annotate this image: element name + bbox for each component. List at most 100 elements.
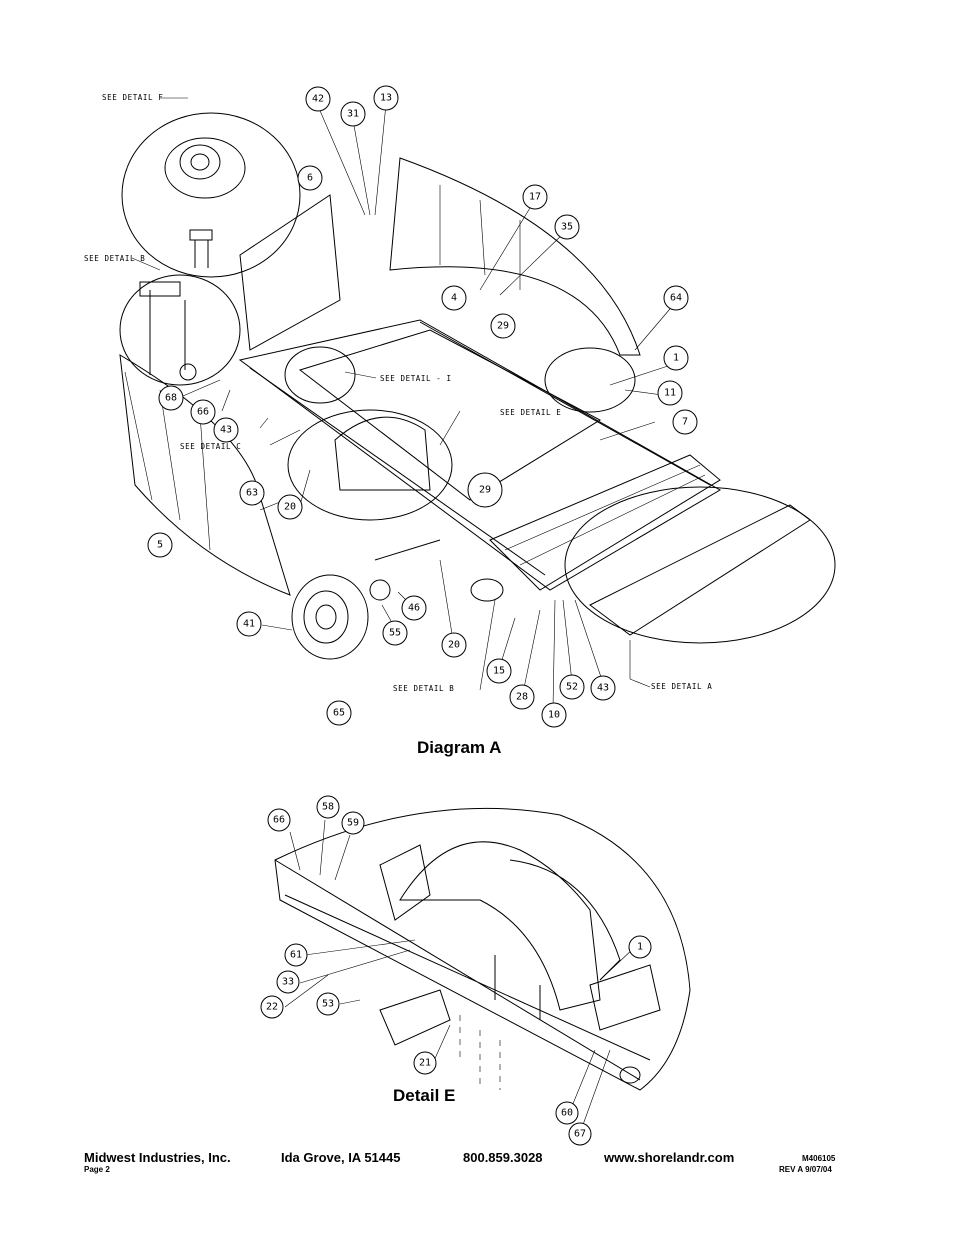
callout-35: 35 (554, 214, 580, 240)
svg-text:41: 41 (243, 619, 255, 630)
svg-text:17: 17 (529, 192, 541, 203)
diagram-a-callouts: 42 31 13 6 17 35 4 64 29 1 11 68 66 43 7… (147, 85, 698, 728)
note-detail-f: SEE DETAIL F (102, 93, 163, 102)
svg-text:20: 20 (448, 640, 460, 651)
callout-17: 17 (522, 184, 548, 210)
footer-revision: REV A 9/07/04 (779, 1165, 832, 1174)
detail-a-bubble (564, 486, 836, 644)
walkway (489, 454, 721, 591)
fender-detail-e (399, 841, 601, 1011)
svg-text:20: 20 (284, 502, 296, 513)
callout-55: 55 (382, 620, 408, 646)
detail-e-callouts: 66 58 59 1 61 33 22 53 21 60 67 (260, 795, 652, 1146)
callout-e-59: 59 (341, 811, 365, 835)
svg-text:60: 60 (561, 1108, 573, 1119)
note-detail-i: SEE DETAIL - I (380, 374, 452, 383)
trailer-frame (238, 319, 721, 591)
svg-text:53: 53 (322, 999, 334, 1010)
callout-43-right: 43 (590, 675, 616, 701)
callout-e-53: 53 (316, 992, 340, 1016)
callout-10: 10 (541, 702, 567, 728)
callout-7: 7 (672, 409, 698, 435)
diagram-a-notes: SEE DETAIL F SEE DETAIL B SEE DETAIL C S… (84, 93, 712, 693)
svg-text:42: 42 (312, 94, 324, 105)
callout-65: 65 (326, 700, 352, 726)
svg-text:5: 5 (157, 540, 163, 551)
svg-text:1: 1 (637, 942, 643, 953)
callout-e-60: 60 (555, 1101, 579, 1125)
callout-29-top: 29 (490, 313, 516, 339)
callout-5: 5 (147, 532, 173, 558)
footer-page: Page 2 (84, 1165, 110, 1174)
callout-28: 28 (509, 684, 535, 710)
callout-63: 63 (239, 480, 265, 506)
callout-6: 6 (297, 165, 323, 191)
diagram-a-artwork (119, 97, 836, 709)
svg-text:13: 13 (380, 93, 392, 104)
deck-plate (298, 329, 602, 501)
callout-e-33: 33 (276, 970, 300, 994)
callout-68: 68 (158, 385, 184, 411)
callout-4: 4 (441, 285, 467, 311)
callout-52: 52 (559, 674, 585, 700)
svg-text:43: 43 (220, 425, 232, 436)
callout-e-66: 66 (267, 808, 291, 832)
callout-11: 11 (657, 380, 683, 406)
callout-e-58: 58 (316, 795, 340, 819)
note-detail-e: SEE DETAIL E (500, 408, 561, 417)
svg-text:58: 58 (322, 802, 334, 813)
callout-66: 66 (190, 399, 216, 425)
fender-panel-right (389, 157, 641, 356)
svg-text:46: 46 (408, 603, 420, 614)
detail-e-artwork (274, 807, 691, 1134)
wheel-65 (291, 574, 369, 660)
detail-b-bubble (119, 274, 241, 386)
svg-text:21: 21 (419, 1058, 431, 1069)
callout-1: 1 (663, 345, 689, 371)
svg-text:43: 43 (597, 683, 609, 694)
callout-20-top: 20 (277, 494, 303, 520)
svg-text:35: 35 (561, 222, 573, 233)
callout-41: 41 (236, 611, 262, 637)
svg-text:65: 65 (333, 708, 345, 719)
footer-website: www.shorelandr.com (604, 1150, 735, 1165)
callout-43-left: 43 (213, 417, 239, 443)
svg-text:66: 66 (273, 815, 285, 826)
callout-20-bottom: 20 (441, 632, 467, 658)
callout-46: 46 (401, 595, 427, 621)
footer-company: Midwest Industries, Inc. (84, 1150, 231, 1165)
note-detail-c: SEE DETAIL C (180, 442, 241, 451)
svg-text:66: 66 (197, 407, 209, 418)
footer-city: Ida Grove, IA 51445 (281, 1150, 401, 1165)
callout-42: 42 (305, 86, 331, 112)
footer-doc-number: M406105 (802, 1154, 836, 1163)
callout-e-61: 61 (284, 943, 308, 967)
svg-text:10: 10 (548, 710, 560, 721)
svg-text:15: 15 (493, 666, 505, 677)
note-detail-a: SEE DETAIL A (651, 682, 712, 691)
svg-text:28: 28 (516, 692, 528, 703)
svg-text:29: 29 (497, 321, 509, 332)
svg-text:4: 4 (451, 293, 457, 304)
svg-text:1: 1 (673, 353, 679, 364)
fender-panel-left (119, 354, 291, 596)
svg-text:7: 7 (682, 417, 688, 428)
footer-phone: 800.859.3028 (463, 1150, 543, 1165)
callout-e-67: 67 (568, 1122, 592, 1146)
callout-31: 31 (340, 101, 366, 127)
note-detail-b-bottom: SEE DETAIL B (393, 684, 454, 693)
panel-6 (239, 194, 341, 351)
detail-c-bubble (287, 409, 453, 521)
svg-text:33: 33 (282, 977, 294, 988)
svg-text:63: 63 (246, 488, 258, 499)
detail-f-bubble (121, 112, 301, 278)
callout-64: 64 (663, 285, 689, 311)
callout-e-22: 22 (260, 995, 284, 1019)
svg-text:67: 67 (574, 1129, 586, 1140)
detail-e-bubble-outline (274, 807, 691, 1091)
detail-e-caption: Detail E (393, 1086, 456, 1105)
svg-text:59: 59 (347, 818, 359, 829)
callout-13: 13 (373, 85, 399, 111)
note-detail-b-top: SEE DETAIL B (84, 254, 145, 263)
